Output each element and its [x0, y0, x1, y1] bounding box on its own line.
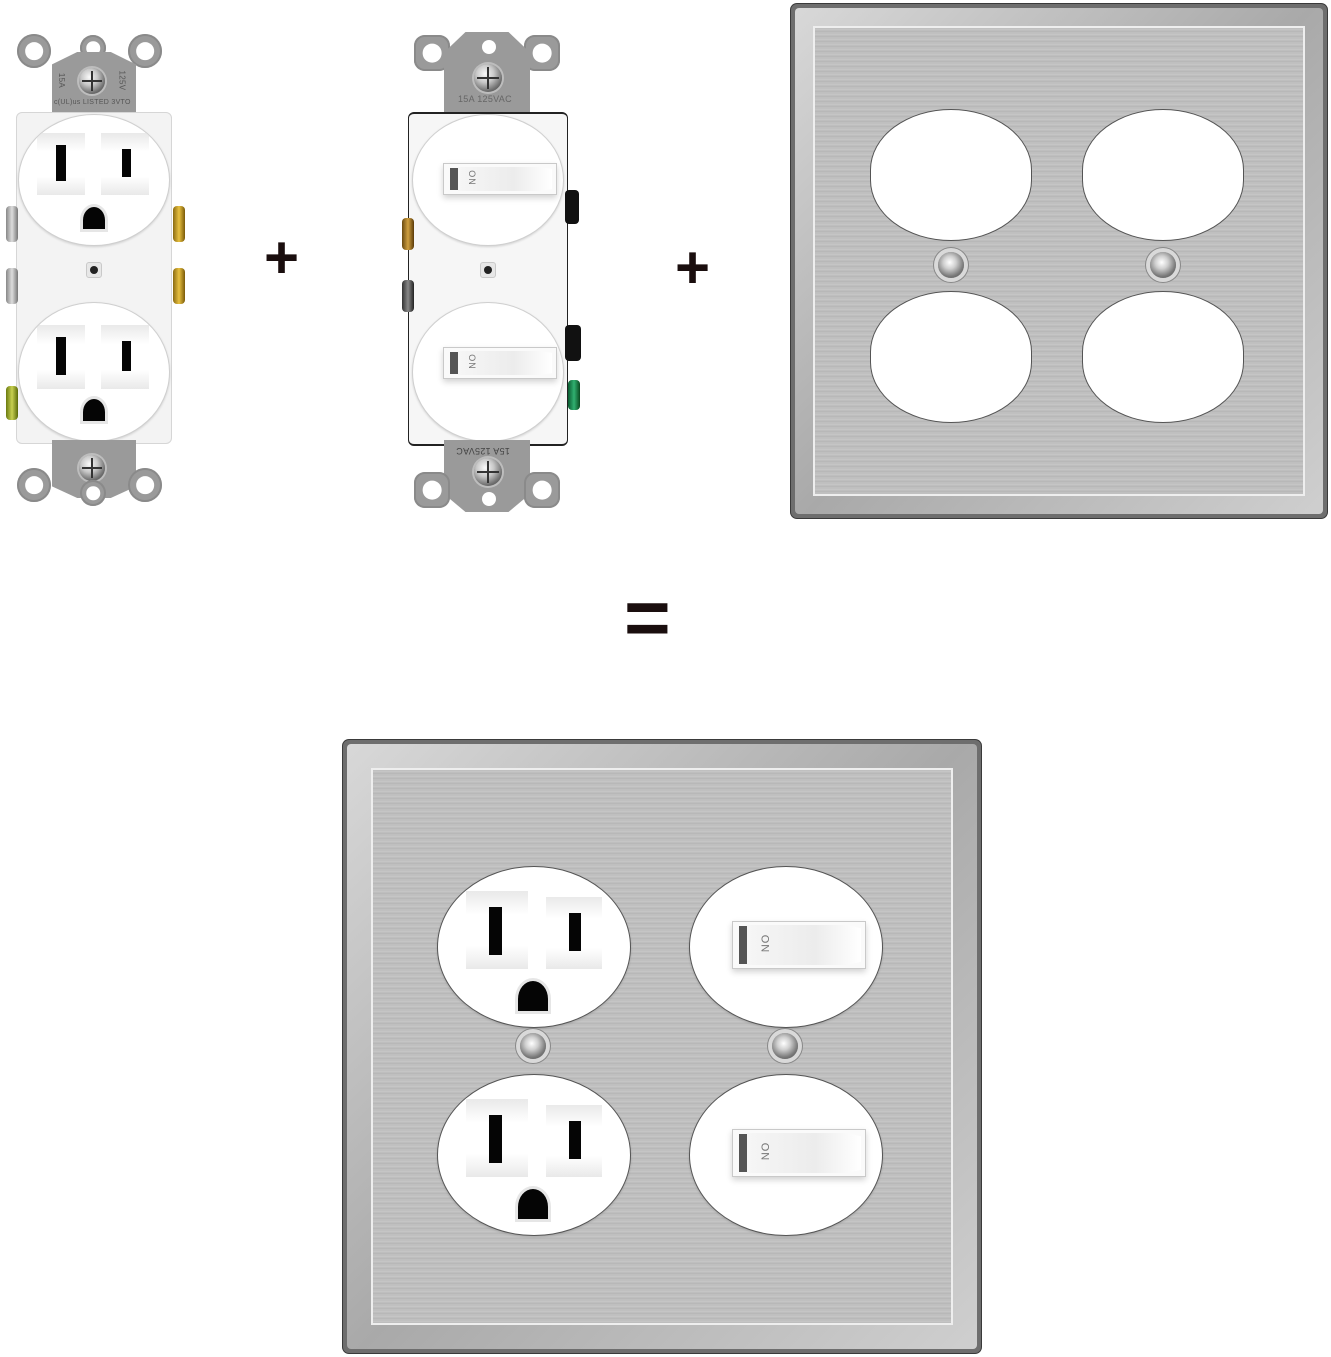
mounting-ear-icon [524, 472, 560, 508]
ground-hole [518, 1189, 548, 1219]
plate-screw-icon [772, 1033, 798, 1059]
plate-screw-icon [520, 1033, 546, 1059]
center-screw-hole-icon [480, 262, 496, 278]
assembled-lower-toggle[interactable]: ON [732, 1129, 866, 1177]
assembled-upper-switch-face: ON [689, 866, 883, 1028]
plate-screw-icon [1150, 252, 1176, 278]
on-label: ON [758, 934, 771, 954]
black-terminal-icon [565, 190, 579, 224]
lower-toggle-switch[interactable]: ON [443, 347, 557, 379]
equals-operator: = [624, 573, 671, 662]
hot-slot [569, 913, 581, 951]
hot-slot [122, 341, 131, 371]
neutral-slot [489, 907, 502, 955]
brass-terminal-icon [173, 206, 185, 242]
assembled-wall-plate: ON ON [343, 740, 981, 1353]
ground-hole [83, 399, 105, 421]
strap-rating-text: 15A 125VAC [456, 446, 510, 456]
upper-receptacle [18, 114, 170, 246]
black-terminal-icon [565, 325, 581, 361]
double-switch-device: 15A 125VAC ON ON 15A 125VAC [400, 30, 590, 515]
duplex-opening [1082, 109, 1244, 241]
plus-operator: + [675, 234, 711, 301]
on-label: ON [758, 1142, 771, 1162]
neutral-slot [56, 145, 66, 181]
strap-rating-volts: 125V [117, 70, 127, 91]
upper-toggle-switch[interactable]: ON [443, 163, 557, 195]
duplex-opening [1082, 291, 1244, 423]
on-label: ON [466, 170, 477, 186]
brass-terminal-icon [402, 280, 414, 312]
screw-icon [79, 68, 105, 94]
silver-terminal-icon [6, 268, 18, 304]
on-label: ON [466, 354, 477, 370]
mounting-ear-icon [17, 468, 51, 502]
center-screw-hole-icon [86, 262, 102, 278]
brass-terminal-icon [173, 268, 185, 304]
screw-icon [79, 455, 105, 481]
ground-hole [83, 207, 105, 229]
mounting-ear-icon [128, 34, 162, 68]
screw-icon [474, 64, 502, 92]
plus-operator: + [264, 224, 300, 291]
ground-terminal-icon [6, 386, 18, 420]
duplex-opening [870, 291, 1032, 423]
silver-terminal-icon [6, 206, 18, 242]
mounting-ear-icon [80, 480, 106, 506]
lower-switch-face: ON [412, 302, 564, 442]
upper-switch-face: ON [412, 114, 564, 246]
duplex-outlet-device: 15A 125V c(UL)us LISTED 3VTO [0, 30, 200, 515]
brass-terminal-icon [402, 218, 414, 250]
neutral-slot [489, 1115, 502, 1163]
screw-icon [474, 458, 502, 486]
assembled-lower-switch-face: ON [689, 1074, 883, 1236]
lower-receptacle [18, 302, 170, 442]
assembled-upper-toggle[interactable]: ON [732, 921, 866, 969]
ground-hole [518, 981, 548, 1011]
neutral-slot [56, 337, 66, 375]
duplex-opening [870, 109, 1032, 241]
assembled-lower-receptacle [437, 1074, 631, 1236]
mounting-ear-icon [524, 35, 560, 71]
strap-rating-text: 15A 125VAC [458, 94, 512, 104]
strap-rating-amps: 15A [57, 72, 67, 89]
empty-duplex-wall-plate [791, 4, 1327, 518]
green-ground-terminal-icon [568, 380, 580, 410]
plate-screw-icon [938, 252, 964, 278]
hot-slot [569, 1121, 581, 1159]
mounting-ear-icon [17, 34, 51, 68]
hot-slot [122, 149, 131, 177]
mounting-ear-icon [414, 472, 450, 508]
assembled-upper-receptacle [437, 866, 631, 1028]
strap-listing-text: c(UL)us LISTED 3VTO [54, 99, 131, 106]
mounting-ear-icon [128, 468, 162, 502]
